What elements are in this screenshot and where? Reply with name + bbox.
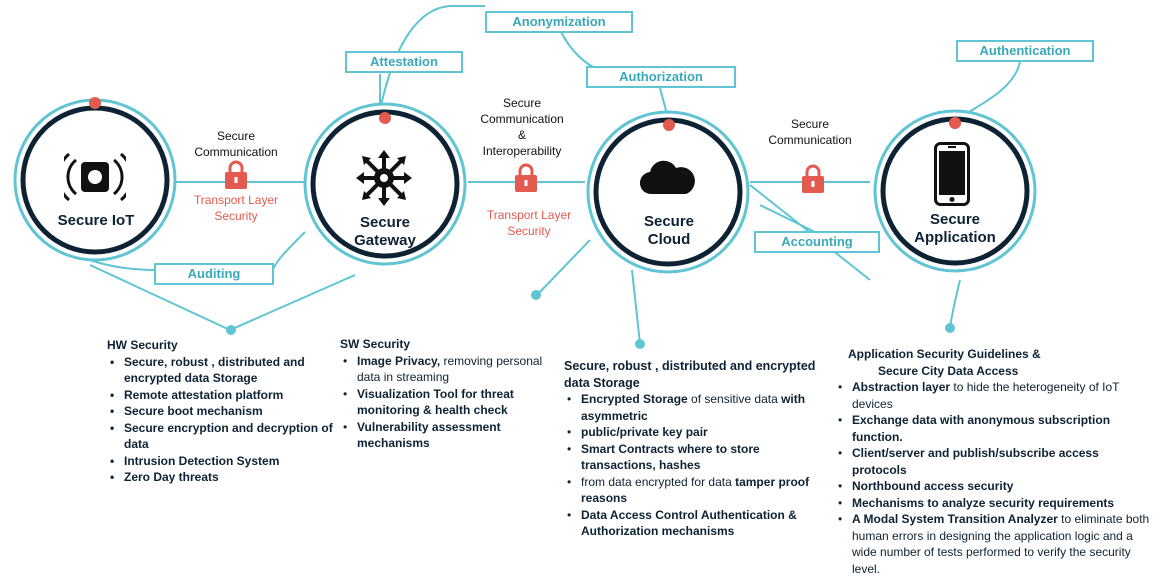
link-app-pin	[949, 279, 961, 328]
list-item: Visualization Tool for threat monitoring…	[343, 386, 552, 419]
hw-security-title: HW Security	[107, 338, 178, 352]
hw-pin	[226, 325, 236, 335]
cloud-security-section: Secure, robust , distributed and encrypt…	[564, 358, 824, 540]
smartphone-icon	[934, 142, 970, 206]
link-anonymization-left	[379, 5, 485, 111]
list-item: Secure encryption and decryption of data	[110, 420, 339, 453]
list-item: from data encrypted for data tamper proo…	[567, 474, 824, 507]
link-auditing-right	[271, 231, 306, 273]
list-item: Data Access Control Authentication & Aut…	[567, 507, 824, 540]
app-security-section: Application Security Guidelines & Secure…	[835, 346, 1155, 577]
app-dot	[949, 117, 961, 129]
list-item: Secure boot mechanism	[110, 403, 339, 420]
tag-anonymization: Anonymization	[485, 11, 633, 33]
link-cloud-pin-down	[631, 269, 641, 345]
tag-accounting: Accounting	[754, 231, 880, 253]
sw-security-title: SW Security	[340, 337, 411, 351]
cloud-pin-left	[531, 290, 541, 300]
list-item: Vulnerability assessment mechanisms	[343, 419, 552, 452]
list-item: Exchange data with anonymous subscriptio…	[838, 412, 1155, 445]
app-security-list: Abstraction layer to hide the heterogene…	[835, 379, 1155, 577]
list-item: Intrusion Detection System	[110, 453, 339, 470]
app-pin	[945, 323, 955, 333]
cloud-pin-down	[635, 339, 645, 349]
list-item: Encrypted Storage of sensitive data with…	[567, 391, 824, 424]
tag-attestation: Attestation	[345, 51, 463, 73]
gateway-dot	[379, 112, 391, 124]
cloud-security-list: Encrypted Storage of sensitive data with…	[564, 391, 824, 540]
cloud-icon	[640, 160, 695, 195]
hw-security-list: Secure, robust , distributed and encrypt…	[107, 354, 339, 486]
node-iot-title: Secure IoT	[57, 212, 135, 229]
sw-security-section: SW Security Image Privacy, removing pers…	[340, 336, 552, 452]
link-hw-left	[89, 264, 231, 331]
list-item: Northbound access security	[838, 478, 1155, 495]
cloud-dot	[663, 119, 675, 131]
tag-auditing: Auditing	[154, 263, 274, 285]
cloud-security-title: Secure, robust , distributed and encrypt…	[564, 359, 816, 390]
list-item: public/private key pair	[567, 424, 824, 441]
list-item: Image Privacy, removing personal data in…	[343, 353, 552, 386]
list-item: Secure, robust , distributed and encrypt…	[110, 354, 339, 387]
list-item: Smart Contracts where to store transacti…	[567, 441, 824, 474]
lock-icon	[225, 160, 247, 189]
gateway-hub-icon	[356, 150, 412, 206]
lock-icon	[802, 164, 824, 193]
list-item: Zero Day threats	[110, 469, 339, 486]
list-item: Mechanisms to analyze security requireme…	[838, 495, 1155, 512]
lock-icon	[515, 163, 537, 192]
sw-security-list: Image Privacy, removing personal data in…	[340, 353, 552, 452]
hw-security-section: HW Security Secure, robust , distributed…	[107, 337, 339, 486]
app-security-title: Application Security Guidelines & Secure…	[848, 347, 1041, 378]
list-item: A Modal System Transition Analyzer to el…	[838, 511, 1155, 577]
iot-dot	[89, 97, 101, 109]
link-authentication	[961, 61, 1021, 117]
iot-chip-icon	[64, 152, 126, 202]
list-item: Client/server and publish/subscribe acce…	[838, 445, 1155, 478]
tag-authorization: Authorization	[586, 66, 736, 88]
link-anonymization-right	[559, 29, 601, 71]
tag-authentication: Authentication	[956, 40, 1094, 62]
link-cloud-pin-left	[536, 239, 591, 296]
list-item: Abstraction layer to hide the heterogene…	[838, 379, 1155, 412]
list-item: Remote attestation platform	[110, 387, 339, 404]
link-accounting	[759, 204, 816, 233]
link-hw-right	[229, 274, 356, 331]
